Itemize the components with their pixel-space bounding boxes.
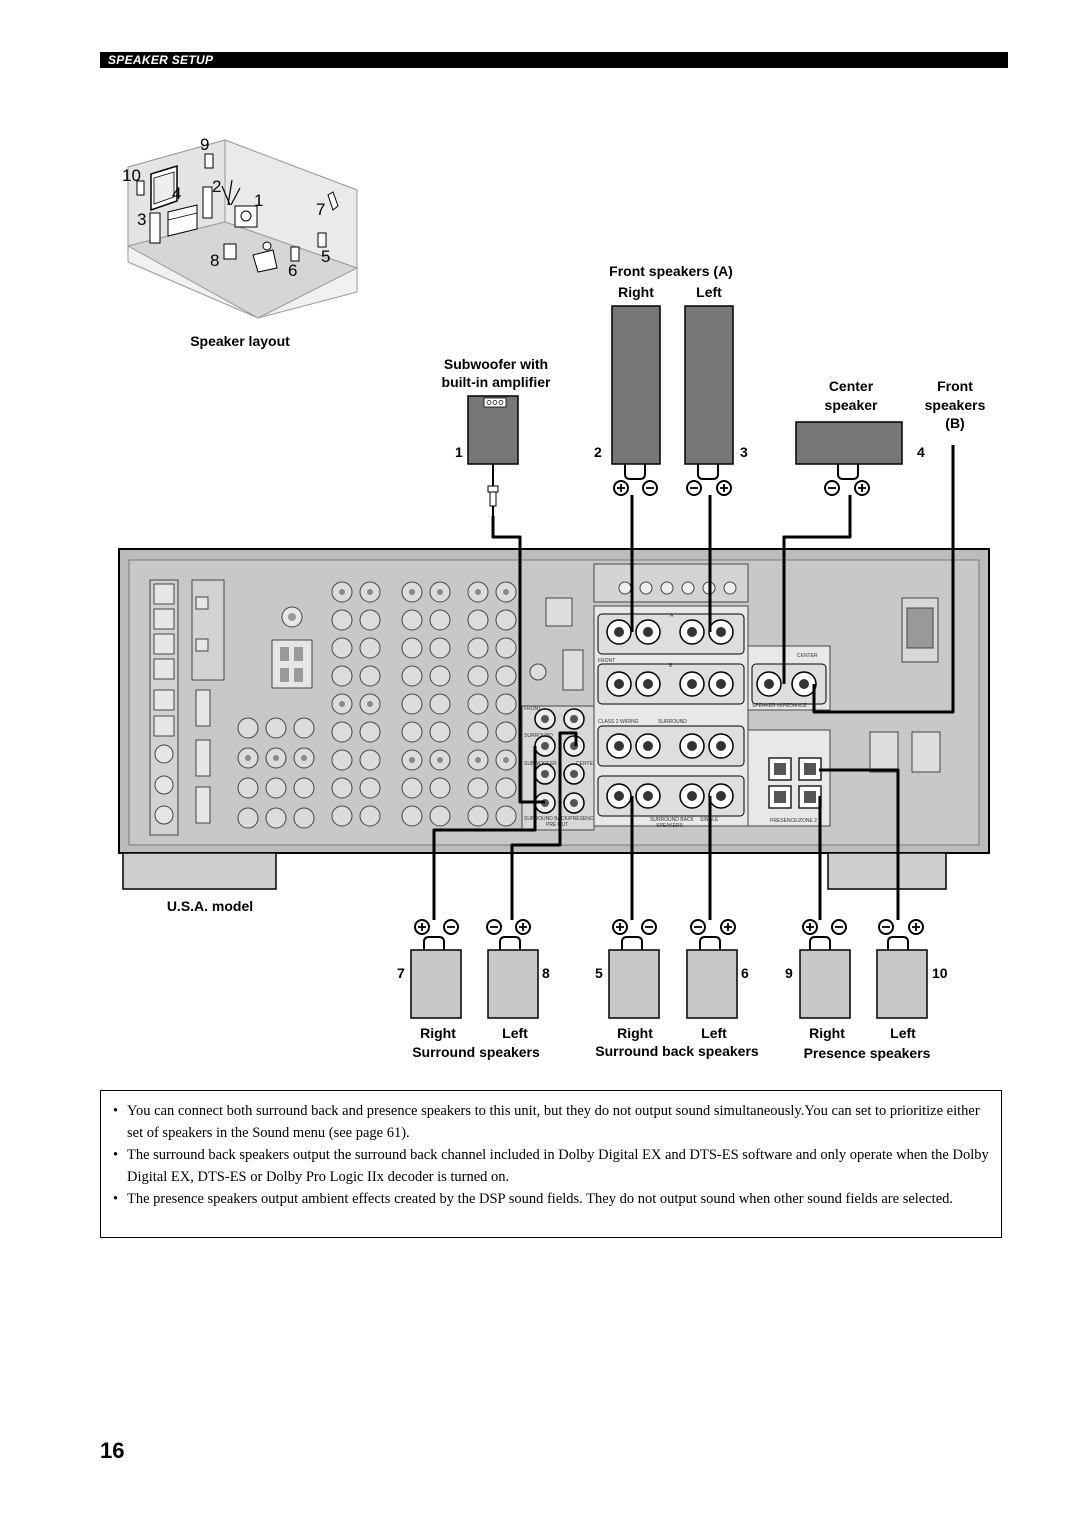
front-a-left-label: Left (696, 284, 722, 300)
speaker-number-1: 1 (455, 444, 463, 460)
surround-speakers-title: Surround speakers (412, 1044, 540, 1060)
terminal-front-label: FRONT (598, 658, 615, 664)
room-number-6: 6 (288, 261, 297, 280)
room-number-8: 8 (210, 251, 219, 270)
speaker-number-2: 2 (594, 444, 602, 460)
speaker-layout-caption: Speaker layout (190, 333, 290, 349)
terminal-sback-label: SURROUND BACK (650, 817, 695, 823)
terminal-speakers-label: SPEAKERS (656, 823, 684, 829)
speaker-number-4: 4 (917, 444, 925, 460)
center-label-line1: Center (829, 378, 874, 394)
speaker-number-7: 7 (397, 965, 405, 981)
speaker-number-8: 8 (542, 965, 550, 981)
preout-center-label: CENTER (576, 761, 597, 767)
subwoofer-label-line2: built-in amplifier (442, 374, 551, 390)
receiver-rear-panel: FRONT SURROUND SUBWOOFER CENTER SURROUND… (118, 548, 990, 890)
speaker-number-5: 5 (595, 965, 603, 981)
surround-left-label: Left (502, 1025, 528, 1041)
terminal-b-label: B (669, 663, 673, 669)
room-number-1: 1 (254, 191, 263, 210)
note-item: The surround back speakers output the su… (113, 1144, 991, 1188)
class2-wiring-label: CLASS 2 WIRING (598, 719, 639, 725)
preout-surround-label: SURROUND (524, 733, 553, 739)
presence-speakers-title: Presence speakers (804, 1045, 931, 1061)
speaker-impedance-label: SPEAKER IMPEDANCE (752, 703, 807, 709)
presence-left-label: Left (890, 1025, 916, 1041)
front-b-label-line3: (B) (945, 415, 964, 431)
section-title: SPEAKER SETUP (108, 53, 214, 67)
speaker-terminal-block: A B FRONT CENTER SPEAKER IMPEDANCE CLASS… (593, 563, 831, 829)
terminal-center-label: CENTER (797, 653, 818, 659)
note-item: You can connect both surround back and p… (113, 1100, 991, 1144)
front-b-label-line1: Front (937, 378, 973, 394)
room-number-7: 7 (316, 200, 325, 219)
sback-right-label: Right (617, 1025, 653, 1041)
note-item: The presence speakers output ambient eff… (113, 1188, 991, 1210)
preout-front-label: FRONT (524, 706, 541, 712)
surround-right-label: Right (420, 1025, 456, 1041)
section-header-bar: SPEAKER SETUP (100, 52, 1008, 68)
presence-zone2-label: PRESENCE/ZONE 2 (770, 818, 817, 824)
room-number-4: 4 (172, 184, 181, 203)
front-speakers-a-label: Front speakers (A) (609, 263, 733, 279)
presence-right-label: Right (809, 1025, 845, 1041)
front-b-label-line2: speakers (925, 397, 986, 413)
usa-model-label: U.S.A. model (167, 898, 253, 914)
room-number-5: 5 (321, 247, 330, 266)
bottom-speakers (410, 949, 928, 1019)
terminal-surround-label: SURROUND (658, 719, 687, 725)
speaker-number-10: 10 (932, 965, 948, 981)
subwoofer-label-line1: Subwoofer with (444, 356, 548, 372)
room-number-10: 10 (122, 166, 141, 185)
room-number-3: 3 (137, 210, 146, 229)
preout-label: PRE OUT (546, 822, 568, 828)
preout-subwoofer-label: SUBWOOFER (524, 761, 557, 767)
page-number: 16 (100, 1438, 125, 1463)
speaker-wires (432, 445, 955, 920)
speaker-number-9: 9 (785, 965, 793, 981)
front-a-right-speaker (611, 305, 661, 465)
sback-speakers-title: Surround back speakers (595, 1043, 759, 1059)
speaker-connection-diagram: 9 10 4 2 1 7 3 8 5 6 Speaker layout Fron… (118, 135, 990, 1061)
room-number-9: 9 (200, 135, 209, 154)
sback-left-label: Left (701, 1025, 727, 1041)
speaker-number-6: 6 (741, 965, 749, 981)
speaker-layout-room: 9 10 4 2 1 7 3 8 5 6 (122, 135, 359, 319)
room-number-2: 2 (212, 177, 221, 196)
top-speaker-terminals (613, 464, 870, 496)
front-a-left-speaker (684, 305, 734, 465)
terminal-a-label: A (670, 613, 674, 619)
bottom-speaker-terminals (414, 919, 924, 950)
notes-box: You can connect both surround back and p… (100, 1090, 1002, 1238)
front-a-right-label: Right (618, 284, 654, 300)
speaker-number-3: 3 (740, 444, 748, 460)
center-label-line2: speaker (825, 397, 878, 413)
center-speaker (795, 421, 903, 465)
